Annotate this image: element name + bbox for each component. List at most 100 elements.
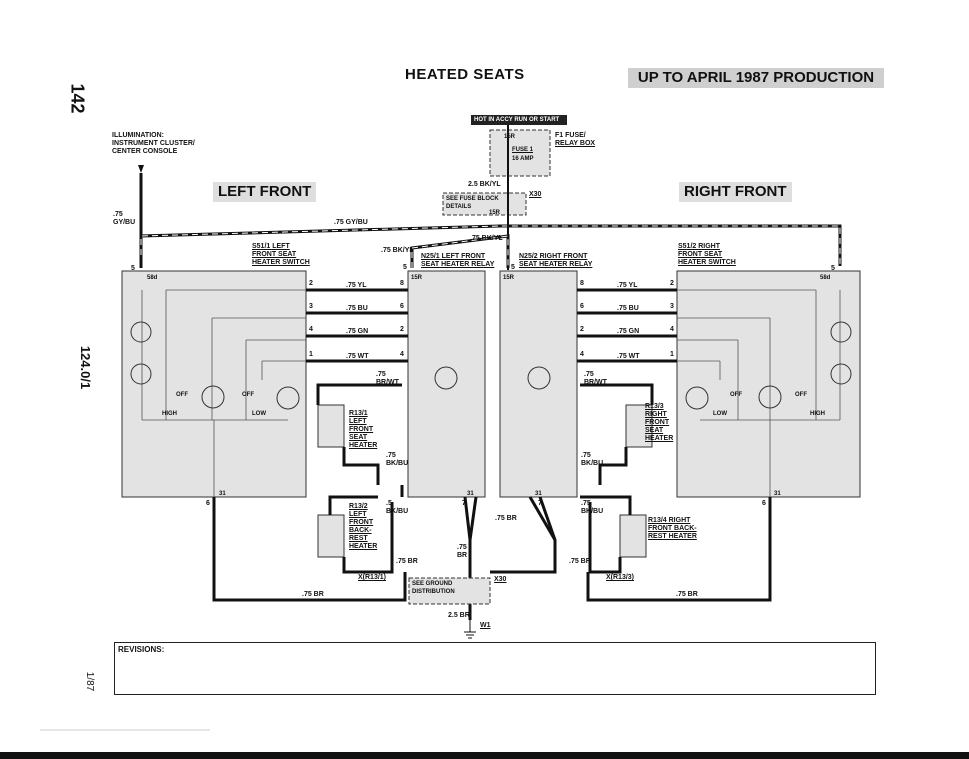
pin-4-lr: 4	[400, 351, 404, 358]
right-switch-box	[676, 270, 861, 498]
left-relay-15r: 15R	[411, 275, 423, 281]
right-off-2: OFF	[795, 392, 807, 398]
right-relay-box	[499, 270, 578, 498]
wire-gybu-top: .75 GY/BU	[334, 219, 368, 226]
pin-8-lr: 8	[400, 280, 404, 287]
pin-3-rs: 3	[670, 303, 674, 310]
right-relay-label: N25/2 RIGHT FRONT SEAT HEATER RELAY	[519, 253, 593, 268]
heater-r13-1-label: R13/1 LEFT FRONT SEAT HEATER	[349, 410, 378, 449]
wire-br-center: .75 BR	[457, 544, 468, 559]
wire-yl-right: .75 YL	[617, 282, 638, 289]
wire-bu-left: .75 BU	[346, 305, 368, 312]
x30-bottom: X30	[494, 576, 507, 583]
left-relay-31: 31	[467, 491, 474, 497]
see-fuse-label: SEE FUSE BLOCK DETAILS	[446, 196, 499, 210]
connector-x-right: X(R13/3)	[606, 574, 635, 581]
wire-25-br: 2.5 BR	[448, 612, 470, 619]
left-low: LOW	[252, 411, 266, 417]
left-58d: 58d	[147, 275, 158, 281]
hot-label-bg	[471, 115, 567, 125]
connector-x-left: X(R13/1)	[358, 574, 387, 581]
right-off-1: OFF	[730, 392, 742, 398]
right-low: LOW	[713, 411, 727, 417]
left-relay-box	[407, 270, 486, 498]
ground-distribution-box	[408, 577, 491, 605]
wire-wt-left: .75 WT	[346, 353, 369, 360]
pin-2-lr: 2	[400, 326, 404, 333]
wire-br-right-heater: .75 BR	[569, 558, 591, 565]
ground-dist-label: SEE GROUND DISTRIBUTION	[412, 581, 455, 595]
pin-4-rs: 4	[670, 326, 674, 333]
pin-4-ls: 4	[309, 326, 313, 333]
f1-label: F1 FUSE/ RELAY BOX	[555, 132, 596, 147]
pin-5-left-switch: 5	[131, 265, 135, 272]
fuse-rating: 16 AMP	[512, 156, 534, 162]
pin-7-rr: 7	[538, 500, 542, 507]
fuse-name: FUSE 1	[512, 147, 534, 153]
fuse-relay-box	[489, 129, 551, 177]
pin-2-rs: 2	[670, 280, 674, 287]
left-relay-label: N25/1 LEFT FRONT SEAT HEATER RELAY	[421, 253, 495, 268]
pin-6-lr: 6	[400, 303, 404, 310]
wire-br-bottom-left: .75 BR	[302, 591, 324, 598]
revisions-box: REVISIONS:	[114, 642, 876, 695]
right-relay-15r: 15R	[503, 275, 515, 281]
terminal-15r-top: 15R	[504, 134, 516, 140]
left-front-label: LEFT FRONT	[213, 182, 317, 202]
pin-5-right-relay: 5	[511, 264, 515, 271]
pin-1-rs: 1	[670, 351, 674, 358]
left-switch-label: S51/1 LEFT FRONT SEAT HEATER SWITCH	[252, 243, 310, 266]
wire-gybu-left: .75 GY/BU	[113, 211, 136, 226]
wire-bu-right: .75 BU	[617, 305, 639, 312]
right-58d: 58d	[820, 275, 831, 281]
right-high: HIGH	[810, 411, 825, 417]
diagram-title: HEATED SEATS	[405, 66, 525, 83]
fuse-block-details-box	[442, 192, 527, 216]
right-relay-31: 31	[535, 491, 542, 497]
wire-br-left-heater: .75 BR	[396, 558, 418, 565]
wire-bkbu-left: .75 BK/BU	[386, 452, 409, 467]
wire-bkbu-right: .75 BK/BU	[581, 452, 604, 467]
wire-brwt-left: .75 BR/WT	[376, 371, 399, 386]
production-banner: UP TO APRIL 1987 PRODUCTION	[628, 68, 884, 88]
pin-6-left-31: 6	[206, 500, 210, 507]
heater-r13-4-label: R13/4 RIGHT FRONT BACK- REST HEATER	[648, 517, 697, 540]
ground-w1: W1	[480, 622, 491, 629]
wire-gn-left: .75 GN	[346, 328, 369, 335]
wire-gn-right: .75 GN	[617, 328, 640, 335]
pin-7-lr: 7	[462, 500, 466, 507]
hot-label: HOT IN ACCY RUN OR START	[474, 117, 560, 123]
pin-2-rr: 2	[580, 326, 584, 333]
wire-yl-left: .75 YL	[346, 282, 367, 289]
wire-brwt-right: .75 BR/WT	[584, 371, 607, 386]
terminal-15r-mid: 15R	[489, 210, 501, 216]
heater-r13-3-label: R13/3 RIGHT FRONT SEAT HEATER	[645, 403, 674, 442]
pin-4-rr: 4	[580, 351, 584, 358]
illumination-label: ILLUMINATION: INSTRUMENT CLUSTER/ CENTER…	[112, 132, 195, 155]
right-31: 31	[774, 491, 781, 497]
pin-6-right-31: 6	[762, 500, 766, 507]
wire-bkyl-left: .75 BK/YL	[381, 247, 414, 254]
left-high: HIGH	[162, 411, 177, 417]
pin-3-ls: 3	[309, 303, 313, 310]
left-off-1: OFF	[176, 392, 188, 398]
pin-5-left-relay: 5	[403, 264, 407, 271]
pin-5-right-switch: 5	[831, 265, 835, 272]
heater-r13-2-label: R13/2 LEFT FRONT BACK- REST HEATER	[349, 503, 378, 550]
pin-2-ls: 2	[309, 280, 313, 287]
pin-6-rr: 6	[580, 303, 584, 310]
wire-75-bkyl-top: .75 BK/YL	[470, 235, 503, 242]
revisions-label: REVISIONS:	[118, 645, 165, 654]
pin-8-rr: 8	[580, 280, 584, 287]
right-switch-label: S51/2 RIGHT FRONT SEAT HEATER SWITCH	[678, 243, 736, 266]
right-front-label: RIGHT FRONT	[679, 182, 792, 202]
wire-25-bkyl: 2.5 BK/YL	[468, 181, 501, 188]
wire-wt-right: .75 WT	[617, 353, 640, 360]
wire-bkbu-left-2: .5 BK/BU	[386, 500, 409, 515]
left-off-2: OFF	[242, 392, 254, 398]
left-31: 31	[219, 491, 226, 497]
pin-1-ls: 1	[309, 351, 313, 358]
bottom-border-bar	[0, 752, 969, 759]
x30-top: X30	[529, 191, 542, 198]
